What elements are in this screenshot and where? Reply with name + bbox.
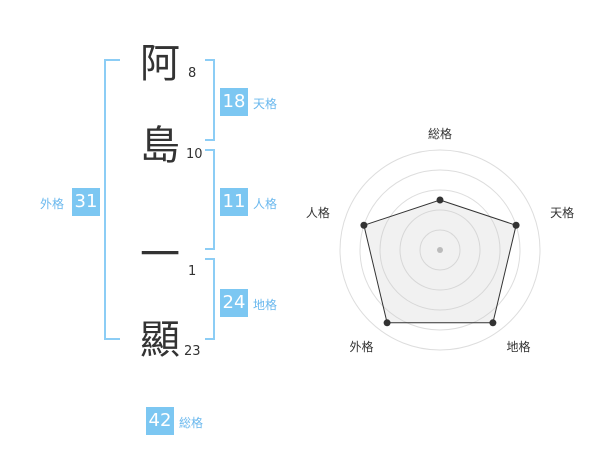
stroke-count-3: 1 xyxy=(188,264,197,279)
radar-axis-label-2: 天格 xyxy=(550,205,574,220)
name-char-4: 顯 xyxy=(140,317,180,363)
radar-ring-1 xyxy=(419,229,461,271)
chikaku-bracket xyxy=(205,258,215,340)
radar-ring-4 xyxy=(359,169,521,331)
tenkaku-bracket xyxy=(205,59,215,141)
name-char-2: 島 xyxy=(140,123,180,169)
radar-point-4 xyxy=(383,319,391,327)
tenkaku-label: 天格 xyxy=(253,97,278,111)
radar-point-2 xyxy=(512,221,520,229)
gaikaku-label: 外格 xyxy=(40,197,65,211)
radar-axis-label-3: 地格 xyxy=(507,339,531,354)
radar-center xyxy=(437,247,443,253)
radar-point-3 xyxy=(489,319,497,327)
stroke-count-2: 10 xyxy=(186,147,203,162)
stroke-count-1: 8 xyxy=(188,66,197,81)
radar-axis-label-4: 外格 xyxy=(349,339,373,354)
radar-axis-label-1: 総格 xyxy=(428,126,452,141)
radar-ring-2 xyxy=(399,209,481,291)
gaikaku-bracket xyxy=(104,59,120,340)
radar-polygon xyxy=(363,199,517,324)
soukaku-label: 総格 xyxy=(179,416,204,430)
radar-ring-3 xyxy=(379,189,501,311)
name-char-1: 阿 xyxy=(140,41,180,87)
jinkaku-label: 人格 xyxy=(253,197,278,211)
name-char-3: 一 xyxy=(140,232,180,278)
gaikaku-value: 31 xyxy=(72,188,100,216)
stroke-count-4: 23 xyxy=(184,344,201,359)
jinkaku-bracket xyxy=(205,149,215,250)
radar-point-1 xyxy=(436,196,444,204)
radar-ring-5 xyxy=(339,149,541,351)
jinkaku-value: 11 xyxy=(220,188,248,216)
chikaku-value: 24 xyxy=(220,289,248,317)
soukaku-value: 42 xyxy=(146,407,174,435)
chikaku-label: 地格 xyxy=(253,298,278,312)
tenkaku-value: 18 xyxy=(220,88,248,116)
radar-point-5 xyxy=(360,221,368,229)
radar-axis-label-5: 人格 xyxy=(306,205,330,220)
